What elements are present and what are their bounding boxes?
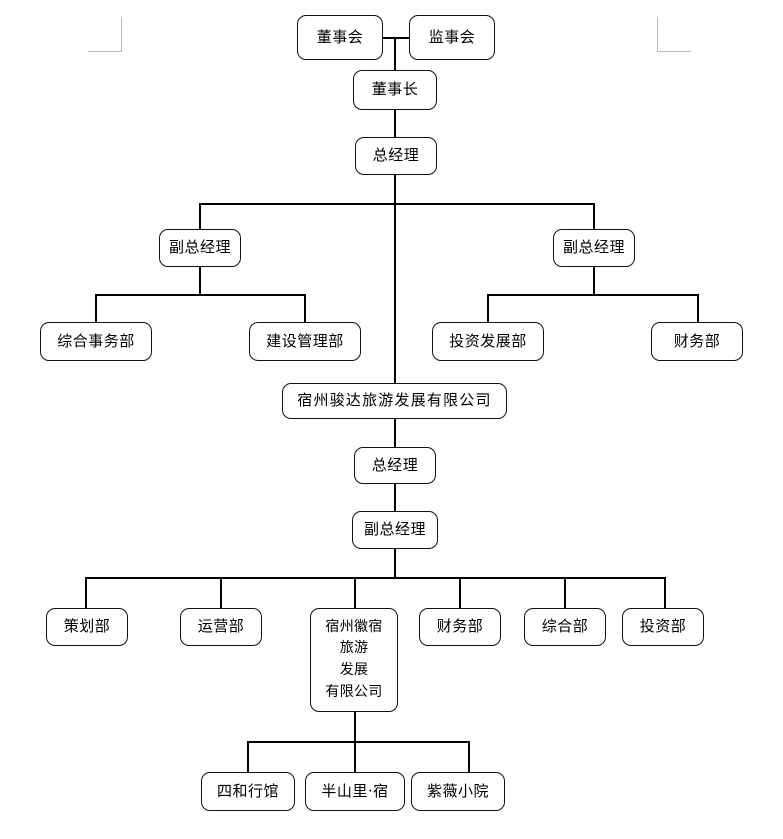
connector-to-planning: [85, 577, 87, 608]
node-dept-finance[interactable]: 财务部: [419, 608, 501, 646]
node-company-junda[interactable]: 宿州骏达旅游发展有限公司: [282, 383, 507, 419]
crop-mark-top-left: [88, 18, 124, 52]
connector-dgm-right-stem: [593, 265, 595, 295]
node-company-huisu[interactable]: 宿州徽宿 旅游 发展 有限公司: [310, 608, 398, 712]
connector-gm-to-dgm-left: [199, 203, 201, 231]
node-gm-junda[interactable]: 总经理: [354, 447, 436, 484]
connector-huisu-stem: [354, 711, 356, 742]
connector-to-huisu: [354, 577, 356, 608]
node-venue-ziwei[interactable]: 紫薇小院: [411, 772, 505, 811]
connector-junda-to-gm: [394, 418, 396, 448]
connector-to-banshanli: [354, 741, 356, 772]
node-gm-top[interactable]: 总经理: [355, 137, 437, 175]
node-dept-finance-top[interactable]: 财务部: [651, 322, 743, 361]
node-venue-sihe[interactable]: 四和行馆: [201, 772, 295, 811]
connector-dgm-right-to-finance: [697, 294, 699, 324]
connector-gm-to-dgm-right: [593, 203, 595, 231]
node-dgm-left[interactable]: 副总经理: [159, 229, 241, 267]
connector-gm-trunk: [394, 172, 396, 385]
node-dept-construction[interactable]: 建设管理部: [249, 322, 361, 361]
connector-chairman-to-gm: [394, 108, 396, 138]
node-dept-general[interactable]: 综合部: [524, 608, 606, 646]
connector-dgm-left-to-construction: [304, 294, 306, 324]
crop-mark-top-right: [655, 18, 691, 52]
node-chairman[interactable]: 董事长: [353, 70, 437, 110]
connector-dgm-junda-stem: [394, 548, 396, 578]
node-board[interactable]: 董事会: [297, 15, 383, 60]
node-dept-investment[interactable]: 投资部: [622, 608, 704, 646]
connector-dgm-junda-bar: [85, 577, 666, 579]
connector-to-general: [564, 577, 566, 608]
connector-dgm-left-to-general-affairs: [95, 294, 97, 324]
node-venue-banshanli[interactable]: 半山里·宿: [305, 772, 405, 811]
connector-gm-fanout-bar: [199, 203, 595, 205]
connector-to-operations: [220, 577, 222, 608]
connector-dgm-left-stem: [199, 265, 201, 295]
node-dgm-right[interactable]: 副总经理: [553, 229, 635, 267]
node-dept-investment-dev[interactable]: 投资发展部: [432, 322, 544, 361]
connector-to-investment: [664, 577, 666, 608]
connector-to-finance: [459, 577, 461, 608]
connector-dgm-right-to-investment-dev: [487, 294, 489, 324]
connector-board-to-chairman: [394, 37, 396, 71]
node-dept-planning[interactable]: 策划部: [46, 608, 128, 646]
connector-huisu-bar: [247, 741, 469, 743]
connector-to-ziwei: [468, 741, 470, 772]
connector-dgm-right-bar: [487, 294, 699, 296]
node-supervisors[interactable]: 监事会: [409, 15, 495, 60]
connector-gm-to-dgm-junda: [394, 483, 396, 513]
node-dgm-junda[interactable]: 副总经理: [352, 511, 438, 549]
connector-to-sihe: [247, 741, 249, 772]
node-dept-operations[interactable]: 运营部: [180, 608, 262, 646]
connector-board-supervisors: [382, 37, 410, 39]
connector-dgm-left-bar: [95, 294, 305, 296]
node-dept-general-affairs[interactable]: 综合事务部: [40, 322, 152, 361]
